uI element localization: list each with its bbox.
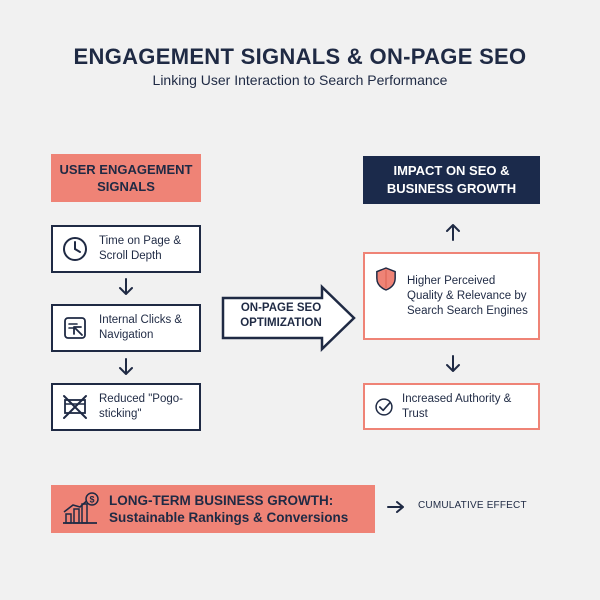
cumulative-effect-label: CUMULATIVE EFFECT xyxy=(418,500,527,511)
on-page-seo-label: ON-PAGE SEO OPTIMIZATION xyxy=(240,302,322,329)
page-title: ENGAGEMENT SIGNALS & ON-PAGE SEO xyxy=(73,44,527,69)
user-engagement-heading: USER ENGAGEMENT SIGNALS xyxy=(51,154,201,202)
engagement-item-label: Reduced "Pogo-sticking" xyxy=(99,393,183,420)
pogo-sticking-crossed-icon xyxy=(63,395,87,419)
check-circle-icon xyxy=(375,397,393,416)
on-page-seo-arrow xyxy=(221,284,356,352)
right-arrow-icon xyxy=(387,501,404,513)
long-term-growth-bar: $ LONG-TERM BUSINESS GROWTH: Sustainable… xyxy=(51,485,375,533)
down-arrow-icon xyxy=(446,355,460,372)
engagement-item-label: Internal Clicks & Navigation xyxy=(99,314,183,341)
impact-item-label: Increased Authority & Trust xyxy=(402,392,512,420)
engagement-item-pogo-sticking: Reduced "Pogo-sticking" xyxy=(51,383,201,431)
up-arrow-icon xyxy=(446,224,460,241)
down-arrow-icon xyxy=(119,278,133,295)
impact-item-perceived-quality: Higher Perceived Quality & Relevance by … xyxy=(363,252,540,340)
clock-icon xyxy=(63,237,87,261)
svg-text:$: $ xyxy=(89,495,94,505)
long-term-growth-label: LONG-TERM BUSINESS GROWTH: Sustainable R… xyxy=(109,493,349,525)
engagement-item-label: Time on Page & Scroll Depth xyxy=(99,235,182,262)
page-subtitle: Linking User Interaction to Search Perfo… xyxy=(152,72,448,88)
growth-chart-dollar-icon: $ xyxy=(63,492,99,524)
click-navigation-icon xyxy=(64,317,86,339)
impact-item-label: Higher Perceived Quality & Relevance by … xyxy=(407,274,528,317)
seo-impact-heading: IMPACT ON SEO & BUSINESS GROWTH xyxy=(363,156,540,204)
engagement-item-time-on-page: Time on Page & Scroll Depth xyxy=(51,225,201,273)
shield-icon xyxy=(376,267,396,291)
down-arrow-icon xyxy=(119,358,133,375)
impact-item-authority-trust: Increased Authority & Trust xyxy=(363,383,540,430)
engagement-item-internal-clicks: Internal Clicks & Navigation xyxy=(51,304,201,352)
